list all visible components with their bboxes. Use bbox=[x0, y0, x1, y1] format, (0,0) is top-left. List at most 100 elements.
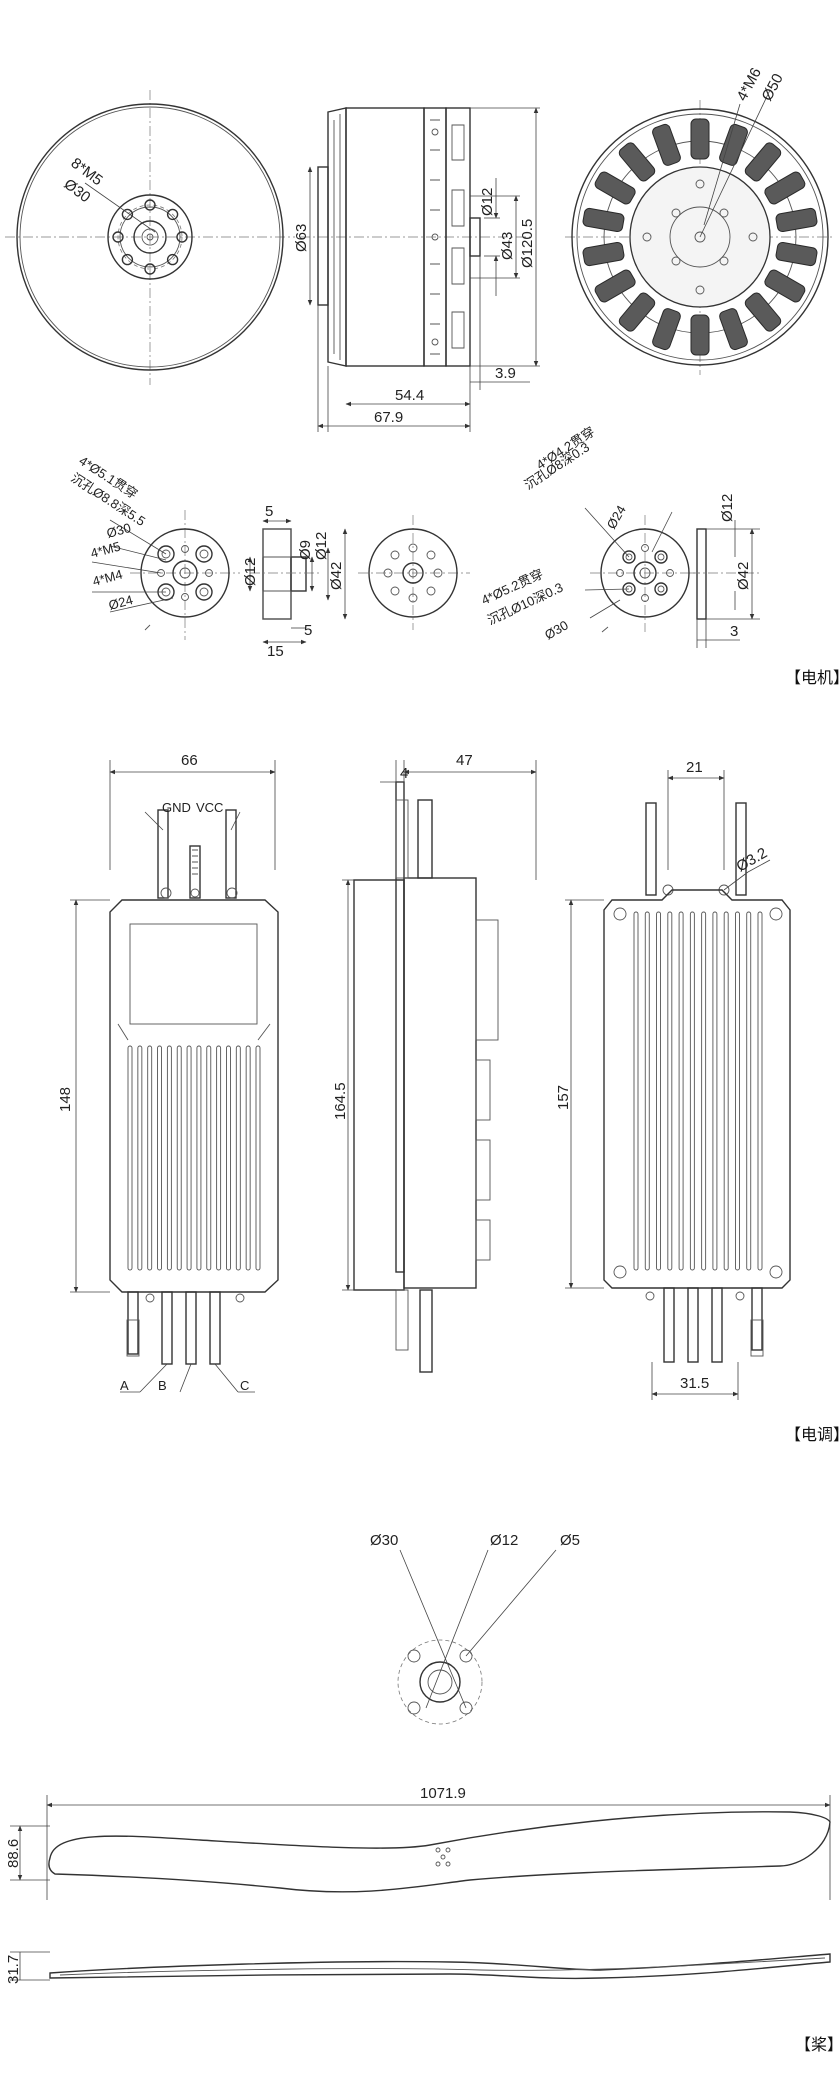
heatsink-fin bbox=[757, 911, 763, 1271]
heatsink-fin bbox=[644, 911, 650, 1271]
section-label-esc: 【电调】 bbox=[785, 1425, 840, 1444]
stator-slot bbox=[618, 142, 656, 182]
motor-side-d43-label: Ø43 bbox=[499, 232, 516, 260]
stator-slot bbox=[690, 314, 710, 356]
esc-back-fins bbox=[633, 911, 763, 1271]
adapter1-d30: Ø30 bbox=[105, 520, 133, 541]
adapter1-m4: 4*M4 bbox=[91, 567, 124, 589]
prop-plan-length: 1071.9 bbox=[420, 1785, 466, 1802]
heatsink-fin bbox=[147, 1045, 153, 1271]
adapter2-d30: Ø30 bbox=[542, 617, 571, 642]
heatsink-fin bbox=[226, 1045, 231, 1271]
heatsink-fin bbox=[216, 1045, 222, 1271]
adapter1-side-t5b: 5 bbox=[304, 622, 312, 639]
stator-slot bbox=[582, 241, 625, 267]
heatsink-fin bbox=[678, 911, 684, 1271]
esc-front-b: B bbox=[158, 1378, 167, 1393]
motor-rear-holes-label: 4*M6 bbox=[734, 65, 765, 104]
prop-profile-thick: 31.7 bbox=[5, 1955, 22, 1984]
motor-section: 8*M5 Ø30 Ø63 bbox=[5, 65, 840, 687]
adapter2-side-d12: Ø12 bbox=[719, 494, 736, 522]
esc-front-c: C bbox=[240, 1378, 249, 1393]
heatsink-fin bbox=[255, 1045, 261, 1271]
adapter-disk-view bbox=[358, 515, 470, 630]
heatsink-fin bbox=[186, 1045, 192, 1271]
stator-slot bbox=[764, 269, 806, 303]
esc-back-hole: Ø3.2 bbox=[734, 844, 771, 875]
prop-hub-view: Ø30 Ø12 Ø5 bbox=[370, 1532, 580, 1725]
esc-front-vcc: VCC bbox=[196, 800, 223, 815]
stator-slot bbox=[719, 308, 748, 351]
stator-slot bbox=[690, 118, 710, 160]
motor-front-view: 8*M5 Ø30 bbox=[5, 90, 295, 385]
motor-rear-holes bbox=[642, 179, 758, 295]
heatsink-fin bbox=[137, 1045, 143, 1271]
heatsink-fin bbox=[127, 1045, 133, 1271]
adapter2-front-view: 4*Ø4.2贯穿 沉孔Ø8深0.3 Ø24 4*Ø5.2贯穿 沉孔Ø10深0.3… bbox=[479, 424, 700, 643]
prop-hub-d12: Ø12 bbox=[490, 1532, 518, 1549]
stator-slot bbox=[764, 171, 806, 205]
adapter1-side-d9: Ø9 bbox=[297, 540, 314, 560]
adapter1-side-t5: 5 bbox=[265, 503, 273, 520]
motor-rear-view: 4*M6 Ø50 bbox=[565, 65, 835, 375]
stator-slot bbox=[744, 292, 782, 332]
heatsink-fin bbox=[723, 911, 729, 1271]
esc-front-height: 148 bbox=[57, 1087, 74, 1112]
motor-side-len544-label: 54.4 bbox=[395, 387, 424, 404]
esc-side-view: 4 47 164.5 bbox=[332, 752, 537, 1373]
section-label-prop: 【桨】 bbox=[795, 2035, 840, 2054]
motor-front-holes bbox=[112, 199, 188, 275]
esc-back-w315: 31.5 bbox=[680, 1375, 709, 1392]
motor-side-len39-label: 3.9 bbox=[495, 365, 516, 382]
prop-hub-d5: Ø5 bbox=[560, 1532, 580, 1549]
heatsink-fin bbox=[712, 911, 718, 1271]
esc-front-fins bbox=[127, 1045, 261, 1271]
heatsink-fin bbox=[235, 1045, 241, 1271]
heatsink-fin bbox=[667, 911, 673, 1271]
heatsink-fin bbox=[176, 1045, 182, 1271]
motor-side-view: Ø63 Ø12 Ø43 Ø120.5 54.4 67.9 3.9 bbox=[293, 107, 540, 432]
esc-back-view: 21 Ø3.2 157 bbox=[555, 759, 791, 1400]
heatsink-fin bbox=[157, 1045, 162, 1271]
stator-slot bbox=[775, 207, 818, 233]
stator-slot bbox=[618, 292, 656, 332]
stator-slot bbox=[775, 241, 818, 267]
motor-side-len679-label: 67.9 bbox=[374, 409, 403, 426]
esc-side-height: 164.5 bbox=[332, 1082, 349, 1120]
stator-slot bbox=[652, 123, 681, 166]
adapter2-side-view: Ø12 Ø42 3 bbox=[690, 494, 760, 648]
esc-front-width: 66 bbox=[181, 752, 198, 769]
stator-slot bbox=[744, 142, 782, 182]
stator-slot bbox=[652, 308, 681, 351]
prop-plan-chord: 88.6 bbox=[5, 1839, 22, 1868]
adapter2-side-d42: Ø42 bbox=[735, 562, 752, 590]
prop-plan-view: 1071.9 88.6 bbox=[5, 1785, 831, 1900]
heatsink-fin bbox=[633, 911, 639, 1271]
adapter1-m5: 4*M5 bbox=[89, 539, 122, 561]
prop-section: Ø30 Ø12 Ø5 1071.9 88.6 bbox=[5, 1532, 840, 2054]
adapter1-side-d12: Ø12 bbox=[242, 558, 259, 586]
stator-slot bbox=[594, 269, 636, 303]
esc-back-height: 157 bbox=[555, 1085, 572, 1110]
prop-profile-view: 31.7 bbox=[5, 1951, 831, 1984]
heatsink-fin bbox=[689, 911, 695, 1271]
esc-side-t47: 47 bbox=[456, 752, 473, 769]
esc-back-w21: 21 bbox=[686, 759, 703, 776]
motor-rear-slots bbox=[582, 118, 818, 356]
heatsink-fin bbox=[196, 1045, 202, 1271]
heatsink-fin bbox=[656, 911, 661, 1271]
heatsink-fin bbox=[701, 911, 707, 1271]
adapter1-side-t15: 15 bbox=[267, 643, 284, 660]
adapter1-side-view: 5 Ø12 Ø9 Ø12 Ø42 5 15 bbox=[242, 503, 348, 660]
adapter1-side-d12b: Ø12 bbox=[313, 532, 330, 560]
adapter2-side-t3: 3 bbox=[730, 623, 738, 640]
heatsink-fin bbox=[245, 1045, 251, 1271]
esc-side-t4: 4 bbox=[400, 765, 408, 782]
adapter2-d24: Ø24 bbox=[604, 503, 629, 532]
heatsink-fin bbox=[206, 1045, 212, 1271]
section-label-motor: 【电机】 bbox=[785, 668, 840, 687]
heatsink-fin bbox=[746, 911, 752, 1271]
adapter1-side-d42: Ø42 bbox=[328, 562, 345, 590]
stator-slot bbox=[582, 207, 625, 233]
